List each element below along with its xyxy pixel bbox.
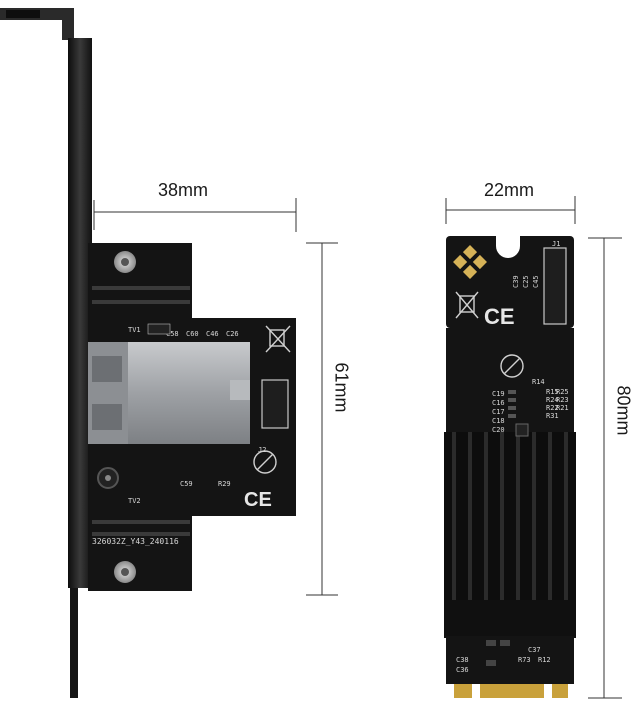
svg-text:R25: R25: [556, 388, 569, 396]
ce-mark-m2: CE: [484, 304, 515, 329]
m2-dimension-lines: [445, 196, 622, 699]
svg-text:R73: R73: [518, 656, 531, 664]
m2-width-label: 22mm: [484, 180, 535, 200]
svg-text:R24: R24: [546, 396, 559, 404]
svg-text:C17: C17: [492, 408, 505, 416]
svg-text:C26: C26: [226, 330, 239, 338]
svg-text:R31: R31: [546, 412, 559, 420]
svg-text:R21: R21: [556, 404, 569, 412]
pcie-components-top: C58 C60 C46 C26: [166, 330, 239, 338]
svg-text:R29: R29: [218, 480, 231, 488]
svg-text:R15: R15: [546, 388, 559, 396]
transformer-2-label: TV2: [128, 497, 141, 505]
svg-text:C36: C36: [456, 666, 469, 674]
m2-length-label: 80mm: [613, 385, 634, 436]
m2-connector-label: J1: [552, 240, 560, 248]
heatsink: [444, 432, 576, 638]
pcie-bracket: [0, 8, 92, 698]
svg-text:C38: C38: [456, 656, 469, 664]
m2-components-bottom: C38 C36 C37 R73 R12: [456, 646, 551, 674]
gold-finger-pads: [454, 684, 568, 698]
svg-text:R22: R22: [546, 404, 559, 412]
svg-text:C37: C37: [528, 646, 541, 654]
m2-ic-marks: C39 C25 C45: [512, 275, 540, 288]
pcie-dimension-lines: [93, 198, 338, 596]
m2-components-mid: C19 C16 C17 C18 C20 R14 R15 R25 R24 R23 …: [492, 378, 569, 434]
svg-text:R12: R12: [538, 656, 551, 664]
svg-text:C46: C46: [206, 330, 219, 338]
ce-mark-pcie: CE: [244, 489, 272, 511]
weee-icon-m2: [455, 291, 479, 319]
svg-text:C18: C18: [492, 417, 505, 425]
rj45-jack: [88, 342, 250, 444]
weee-icon: [265, 325, 291, 353]
svg-text:C60: C60: [186, 330, 199, 338]
grounding-pad: [453, 245, 487, 279]
transformer-1-label: TV1: [128, 326, 141, 334]
svg-text:C58: C58: [166, 330, 179, 338]
svg-text:C59: C59: [180, 480, 193, 488]
pb-free-icon: [253, 450, 277, 474]
m2-card: J1 CE C39 C25 C45 C19 C16 C17: [444, 236, 576, 698]
svg-text:C20: C20: [492, 426, 505, 434]
m2-connector: [543, 247, 567, 325]
part-marking: 326032Z_Y43_240116: [92, 537, 179, 546]
svg-text:C25: C25: [522, 275, 530, 288]
pcie-components-bottom: C59 R29: [180, 480, 231, 488]
pb-free-icon-m2: [500, 354, 524, 378]
pcie-width-label: 38mm: [158, 180, 209, 200]
svg-text:C39: C39: [512, 275, 520, 288]
svg-text:R14: R14: [532, 378, 545, 386]
pcie-board: TV1 TV2 J2 326032Z_Y43_240116 C58 C60 C4…: [88, 243, 296, 591]
svg-text:C45: C45: [532, 275, 540, 288]
connector-label: J2: [258, 446, 266, 454]
svg-text:R23: R23: [556, 396, 569, 404]
svg-text:C19: C19: [492, 390, 505, 398]
pcie-height-label: 61mm: [331, 362, 352, 413]
svg-text:C16: C16: [492, 399, 505, 407]
